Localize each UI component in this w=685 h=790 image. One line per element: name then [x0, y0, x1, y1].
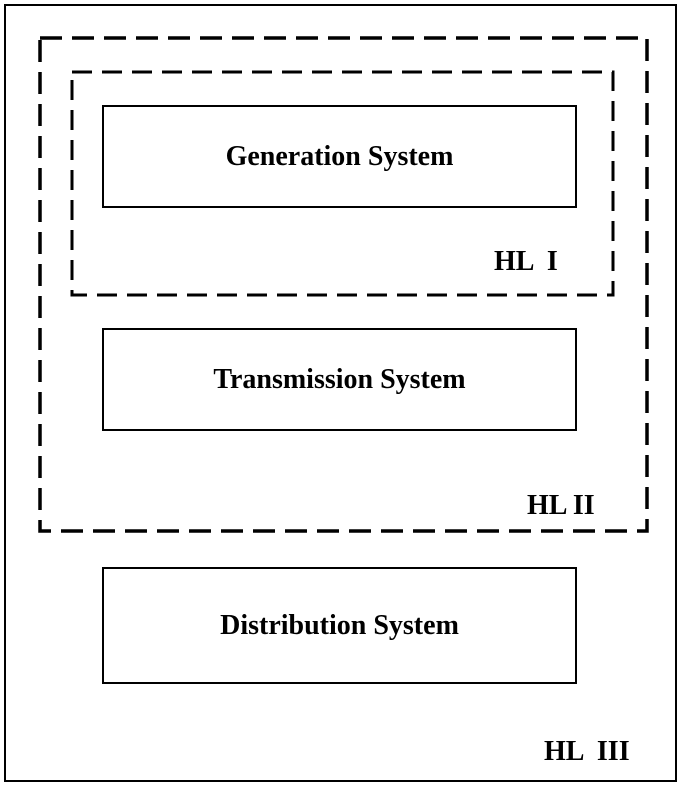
distribution-system-box: Distribution System [102, 567, 577, 684]
hierarchical-level-3-boundary [4, 4, 677, 782]
generation-system-box: Generation System [102, 105, 577, 208]
distribution-system-label: Distribution System [220, 609, 459, 641]
transmission-system-box: Transmission System [102, 328, 577, 431]
hl3-label: HL III [544, 736, 630, 767]
hl2-label: HL II [527, 490, 595, 521]
transmission-system-label: Transmission System [213, 363, 466, 395]
hl1-label: HL I [494, 246, 558, 277]
generation-system-label: Generation System [225, 140, 454, 172]
